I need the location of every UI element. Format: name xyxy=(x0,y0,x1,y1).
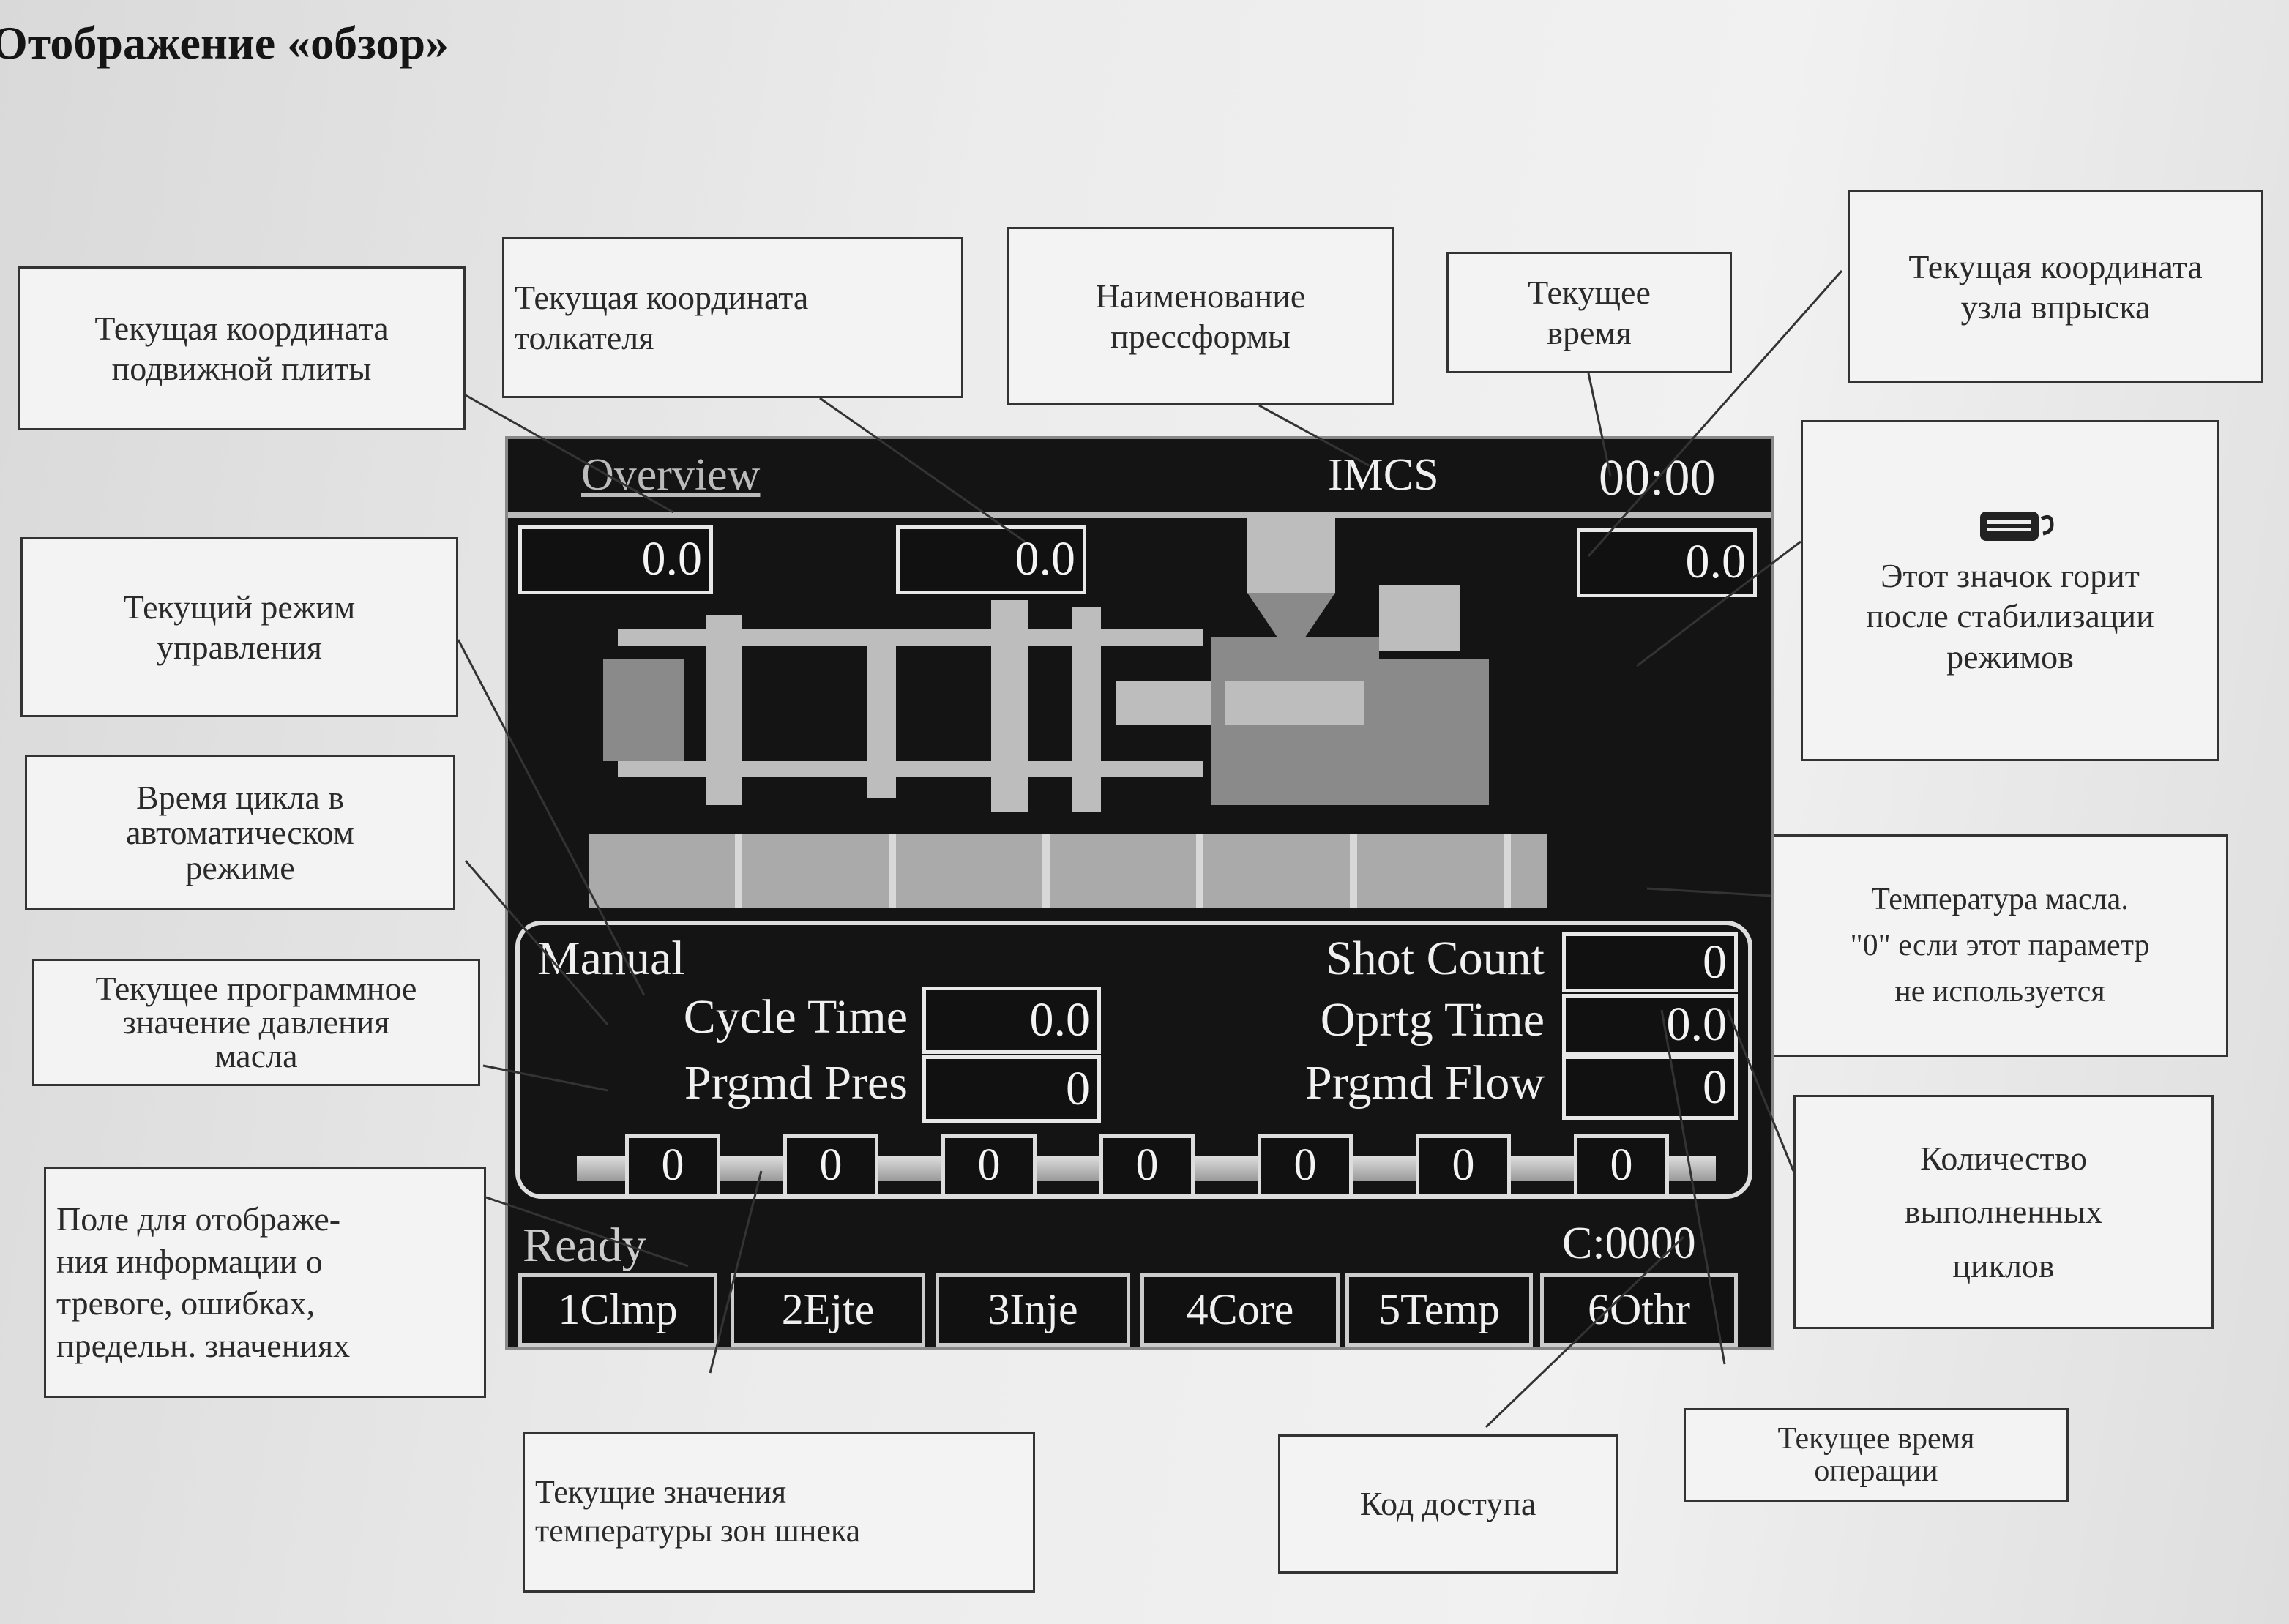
callout-text: Текущее время xyxy=(1777,1421,1975,1456)
hmi-overview-screen: Overview IMCS 00:00 0.0 0.0 0.0 Manual C… xyxy=(505,436,1774,1350)
zone-temp-7: 0 xyxy=(1574,1134,1669,1197)
prgmd-flow-value: 0 xyxy=(1562,1055,1738,1120)
fixed-platen xyxy=(1072,607,1101,812)
zone-temp-5: 0 xyxy=(1258,1134,1353,1197)
callout-text: не используется xyxy=(1894,974,2105,1009)
callout-text: прессформы xyxy=(1110,318,1291,355)
stabilized-icon xyxy=(1977,504,2054,542)
access-code: C:0000 xyxy=(1562,1219,1696,1268)
platen-coord-value: 0.0 xyxy=(518,525,713,594)
callout-text: Время цикла в xyxy=(135,778,345,816)
cycle-time-label: Cycle Time xyxy=(683,990,908,1044)
callout-oil-temp: Температура масла. "0" если этот параметр… xyxy=(1771,834,2228,1057)
callout-text: выполненных xyxy=(1904,1193,2103,1231)
zone-temp-1: 0 xyxy=(625,1134,720,1197)
callout-text: Текущий режим xyxy=(123,588,356,626)
callout-text: масла xyxy=(214,1037,298,1074)
callout-text: Количество xyxy=(1920,1139,2087,1177)
callout-text: операции xyxy=(1814,1454,1938,1488)
callout-text: значение давления xyxy=(122,1003,390,1041)
callout-text: толкателя xyxy=(515,319,654,356)
callout-text: Температура масла. xyxy=(1871,882,2129,916)
motor xyxy=(1379,585,1460,651)
callout-text: режимов xyxy=(1946,637,2074,676)
callout-text: тревоге, ошибках, xyxy=(56,1284,315,1322)
prgmd-pres-label: Prgmd Pres xyxy=(684,1056,908,1110)
tie-bar xyxy=(618,761,1203,777)
alarm-status: Ready xyxy=(523,1219,646,1272)
zone-temp-4: 0 xyxy=(1099,1134,1195,1197)
clamp-cylinder xyxy=(603,659,684,761)
callout-text: узла впрыска xyxy=(1960,288,2151,326)
tab-injection[interactable]: 3Inje xyxy=(936,1273,1130,1347)
callout-text: управления xyxy=(157,629,322,666)
tab-temperature[interactable]: 5Temp xyxy=(1345,1273,1533,1347)
shot-count-label: Shot Count xyxy=(1326,932,1545,985)
machine-base xyxy=(589,834,1547,908)
tie-bar xyxy=(618,629,1203,646)
callout-text: Текущая координата xyxy=(94,309,389,347)
callout-text: Наименование xyxy=(1095,277,1306,315)
callout-text: Текущая координата xyxy=(1908,247,2203,285)
callout-text: Текущее xyxy=(1528,273,1651,311)
oprtg-time-value: 0.0 xyxy=(1562,994,1738,1055)
callout-text: циклов xyxy=(1952,1246,2055,1284)
prgmd-flow-label: Prgmd Flow xyxy=(1304,1056,1545,1110)
callout-text: Этот значок горит xyxy=(1881,557,2140,595)
prgmd-pres-value: 0 xyxy=(922,1055,1101,1123)
machine-illustration xyxy=(508,439,1771,915)
control-mode: Manual xyxy=(537,932,685,985)
tab-core[interactable]: 4Core xyxy=(1140,1273,1340,1347)
oprtg-time-label: Oprtg Time xyxy=(1320,993,1545,1047)
callout-text: предельн. значениях xyxy=(56,1326,351,1364)
callout-text: Текущее программное xyxy=(95,970,417,1007)
zone-temp-6: 0 xyxy=(1416,1134,1511,1197)
zone-temp-3: 0 xyxy=(941,1134,1037,1197)
cycle-time-value: 0.0 xyxy=(922,987,1101,1054)
tab-other[interactable]: 6Othr xyxy=(1540,1273,1738,1347)
nozzle xyxy=(1116,681,1211,725)
callout-text: Код доступа xyxy=(1359,1485,1536,1523)
shot-count-value: 0 xyxy=(1562,932,1738,992)
callout-alarm-field: Поле для отображе-ния информации о тревог… xyxy=(44,1167,486,1398)
callout-text: режиме xyxy=(185,849,295,887)
screw xyxy=(1225,681,1364,725)
callout-text: подвижной плиты xyxy=(111,350,372,387)
callout-text: после стабилизации xyxy=(1866,597,2154,635)
zone-temp-2: 0 xyxy=(783,1134,878,1197)
moving-platen xyxy=(867,629,896,798)
tab-ejector[interactable]: 2Ejte xyxy=(731,1273,925,1347)
callout-text: Поле для отображе- xyxy=(56,1200,341,1238)
callout-text: Текущая координата xyxy=(515,278,809,316)
callout-shot-count: Количество выполненных циклов xyxy=(1793,1095,2214,1329)
callout-text: "0" если этот параметр xyxy=(1850,928,2150,962)
rear-platen xyxy=(706,615,742,805)
hopper xyxy=(1247,512,1335,593)
callout-text: температуры зон шнека xyxy=(535,1513,861,1549)
tab-clamp[interactable]: 1Clmp xyxy=(518,1273,717,1347)
callout-text: ния информации о xyxy=(56,1242,323,1280)
callout-access-code: Код доступа xyxy=(1278,1434,1618,1574)
callout-text: время xyxy=(1547,314,1632,351)
callout-text: автоматическом xyxy=(126,813,354,851)
header-divider xyxy=(508,512,1771,518)
page-title: Отображение «обзор» xyxy=(0,17,449,69)
callout-text: Текущие значения xyxy=(535,1474,787,1511)
fixed-platen xyxy=(991,600,1028,812)
injection-unit xyxy=(1379,659,1489,805)
